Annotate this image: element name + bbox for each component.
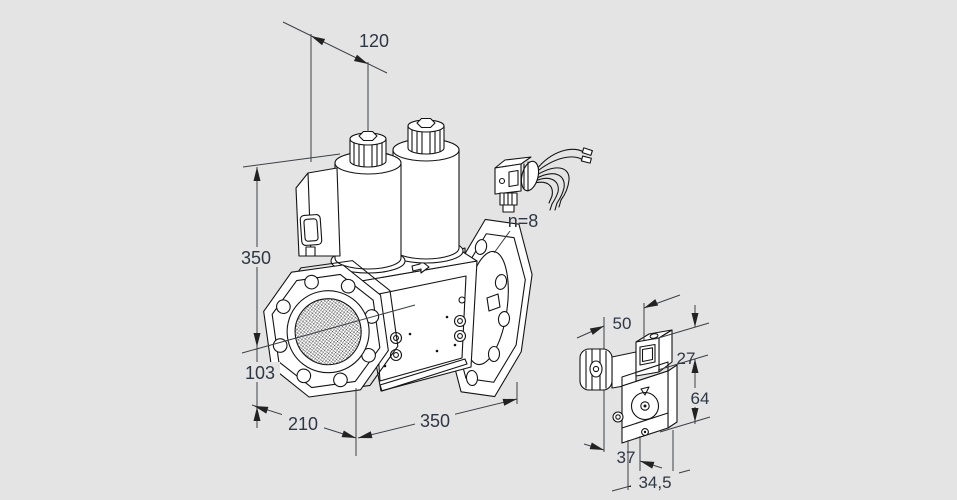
dim-sv-lower-height: 64 (659, 359, 716, 433)
cable-connector (494, 147, 593, 213)
dim-120-label: 120 (359, 31, 389, 51)
body-side-face (667, 364, 678, 429)
body-bottom-hatch (379, 358, 468, 392)
n8-label: n=8 (508, 211, 539, 231)
strainer-mesh (294, 298, 362, 366)
wires (533, 148, 585, 205)
body-screw (458, 296, 466, 304)
dim-depth: 210 (251, 388, 357, 456)
dim-sv-base-depth: 34,5 (611, 430, 691, 492)
dim-37-label: 37 (617, 448, 636, 467)
solenoid-left (334, 130, 402, 270)
front-flange-bolt-holes (272, 274, 380, 388)
dim-length: 350 (357, 382, 518, 439)
dim-top-width: 120 (282, 21, 389, 162)
pipe-centerline (241, 304, 416, 354)
dim-height: 350 (237, 153, 341, 347)
dim-210-label: 210 (288, 414, 318, 434)
cable-gland (579, 348, 613, 391)
valve-isometric-view: 120 350 103 210 350 (237, 21, 593, 456)
dim-sv-top-width: 50 (576, 294, 681, 340)
plug-front-face (494, 163, 522, 195)
flange-tab (486, 293, 501, 312)
plug-knurl-ring (520, 160, 540, 192)
dim-27-label: 27 (677, 349, 696, 368)
solenoid-cap-left (349, 130, 387, 168)
dim-axis-to-bottom: 103 (240, 347, 280, 428)
dim-64-label: 64 (691, 389, 710, 408)
solenoid-right (392, 117, 460, 260)
dim-sv-upper-height: 27 (654, 305, 710, 371)
dim-sv-body-width: 37 (583, 436, 663, 473)
dim-103-label: 103 (245, 363, 275, 383)
front-flange (263, 260, 399, 398)
flange-holes-callout: n=8 (493, 211, 539, 254)
terminal-box-tab (305, 246, 316, 257)
solenoid-cap-right (407, 117, 445, 155)
dim-350-length-label: 350 (420, 411, 450, 431)
terminal-box (295, 167, 341, 257)
rear-flange-bolt-holes (465, 239, 511, 387)
dim-350-height-label: 350 (241, 248, 271, 268)
pilot-valve-view: 50 27 64 37 34,5 (576, 294, 716, 492)
dim-50-label: 50 (613, 314, 632, 333)
dim-34-5-label: 34,5 (638, 473, 671, 492)
pilot-valve-body (579, 329, 678, 444)
